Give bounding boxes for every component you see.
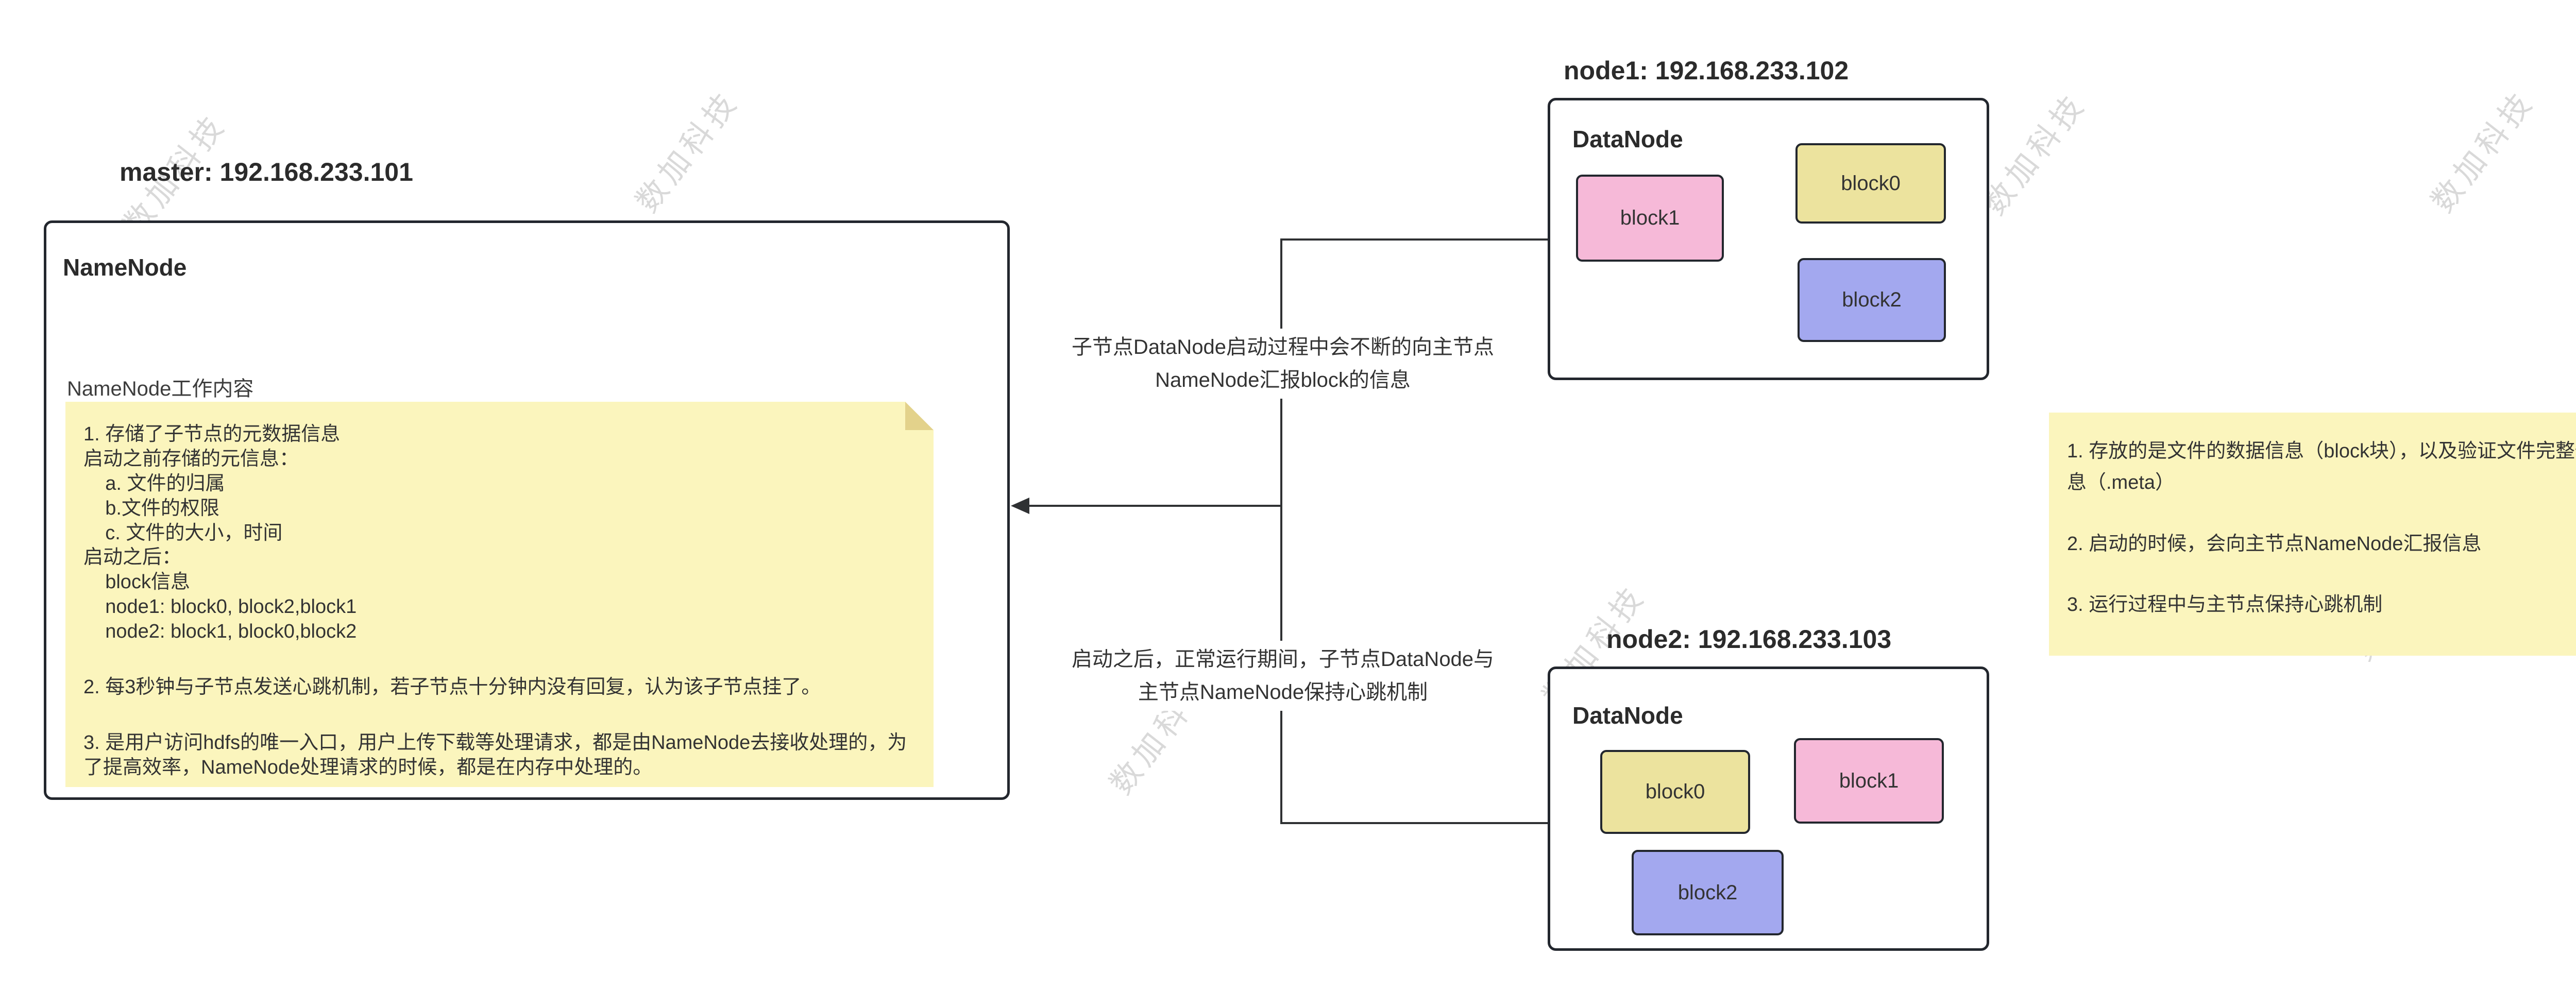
node1-datanode-label: DataNode xyxy=(1572,126,1683,152)
connector-node1-horizontal xyxy=(1281,238,1549,241)
node2-datanode-label: DataNode xyxy=(1572,702,1683,729)
node1-block1: block1 xyxy=(1576,175,1724,262)
note-paragraph: 3. 运行过程中与主节点保持心跳机制 xyxy=(2067,594,2383,616)
note-paragraph: 2. 每3秒钟与子节点发送心跳机制，若子节点十分钟内没有回复，认为该子节点挂了。 xyxy=(83,676,821,698)
node2-title: node2: 192.168.233.103 xyxy=(1606,625,1892,654)
connector-vertical xyxy=(1280,238,1282,824)
connector-label-heartbeat: 启动之后，正常运行期间，子节点DataNode与 主节点NameNode保持心跳… xyxy=(1051,641,1515,711)
node1-block2: block2 xyxy=(1798,258,1946,342)
node2-block0: block0 xyxy=(1600,750,1750,834)
node1-datanode-box: DataNode block1 block0 block2 xyxy=(1548,98,1989,380)
connector-node2-horizontal xyxy=(1281,822,1549,824)
connector-label-block-report: 子节点DataNode启动过程中会不断的向主节点 NameNode汇报block… xyxy=(1051,329,1515,399)
note-paragraph: 2. 启动的时候，会向主节点NameNode汇报信息 xyxy=(2067,533,2482,555)
note-paragraph: 3. 是用户访问hdfs的唯一入口，用户上传下载等处理请求，都是由NameNod… xyxy=(83,731,907,778)
watermark: 数加科技 xyxy=(629,83,745,219)
arrow-left-icon xyxy=(1011,498,1029,514)
node1-block0: block0 xyxy=(1795,143,1946,224)
namenode-note-heading: NameNode工作内容 xyxy=(67,378,254,400)
node2-datanode-box: DataNode block0 block1 block2 xyxy=(1548,667,1989,951)
namenode-sticky-note: 1. 存储了子节点的元数据信息 启动之前存储的元信息： a. 文件的归属 b.文… xyxy=(65,402,934,787)
namenode-label: NameNode xyxy=(63,254,187,281)
node2-block2: block2 xyxy=(1632,850,1784,935)
note-paragraph: 1. 存放的是文件的数据信息（block块），以及验证文件完整性的校验信息（.m… xyxy=(2067,440,2576,493)
watermark: 数加科技 xyxy=(2425,83,2541,219)
note-paragraph: 1. 存储了子节点的元数据信息 启动之前存储的元信息： a. 文件的归属 b.文… xyxy=(83,423,357,642)
namenode-box: NameNode NameNode工作内容 1. 存储了子节点的元数据信息 启动… xyxy=(44,220,1010,800)
master-node-title: master: 192.168.233.101 xyxy=(120,158,413,186)
node2-block1: block1 xyxy=(1794,738,1944,824)
datanode-sticky-note: 1. 存放的是文件的数据信息（block块），以及验证文件完整性的校验信息（.m… xyxy=(2049,413,2576,656)
node1-title: node1: 192.168.233.102 xyxy=(1564,56,1849,85)
connector-arrow-shaft xyxy=(1028,505,1282,507)
